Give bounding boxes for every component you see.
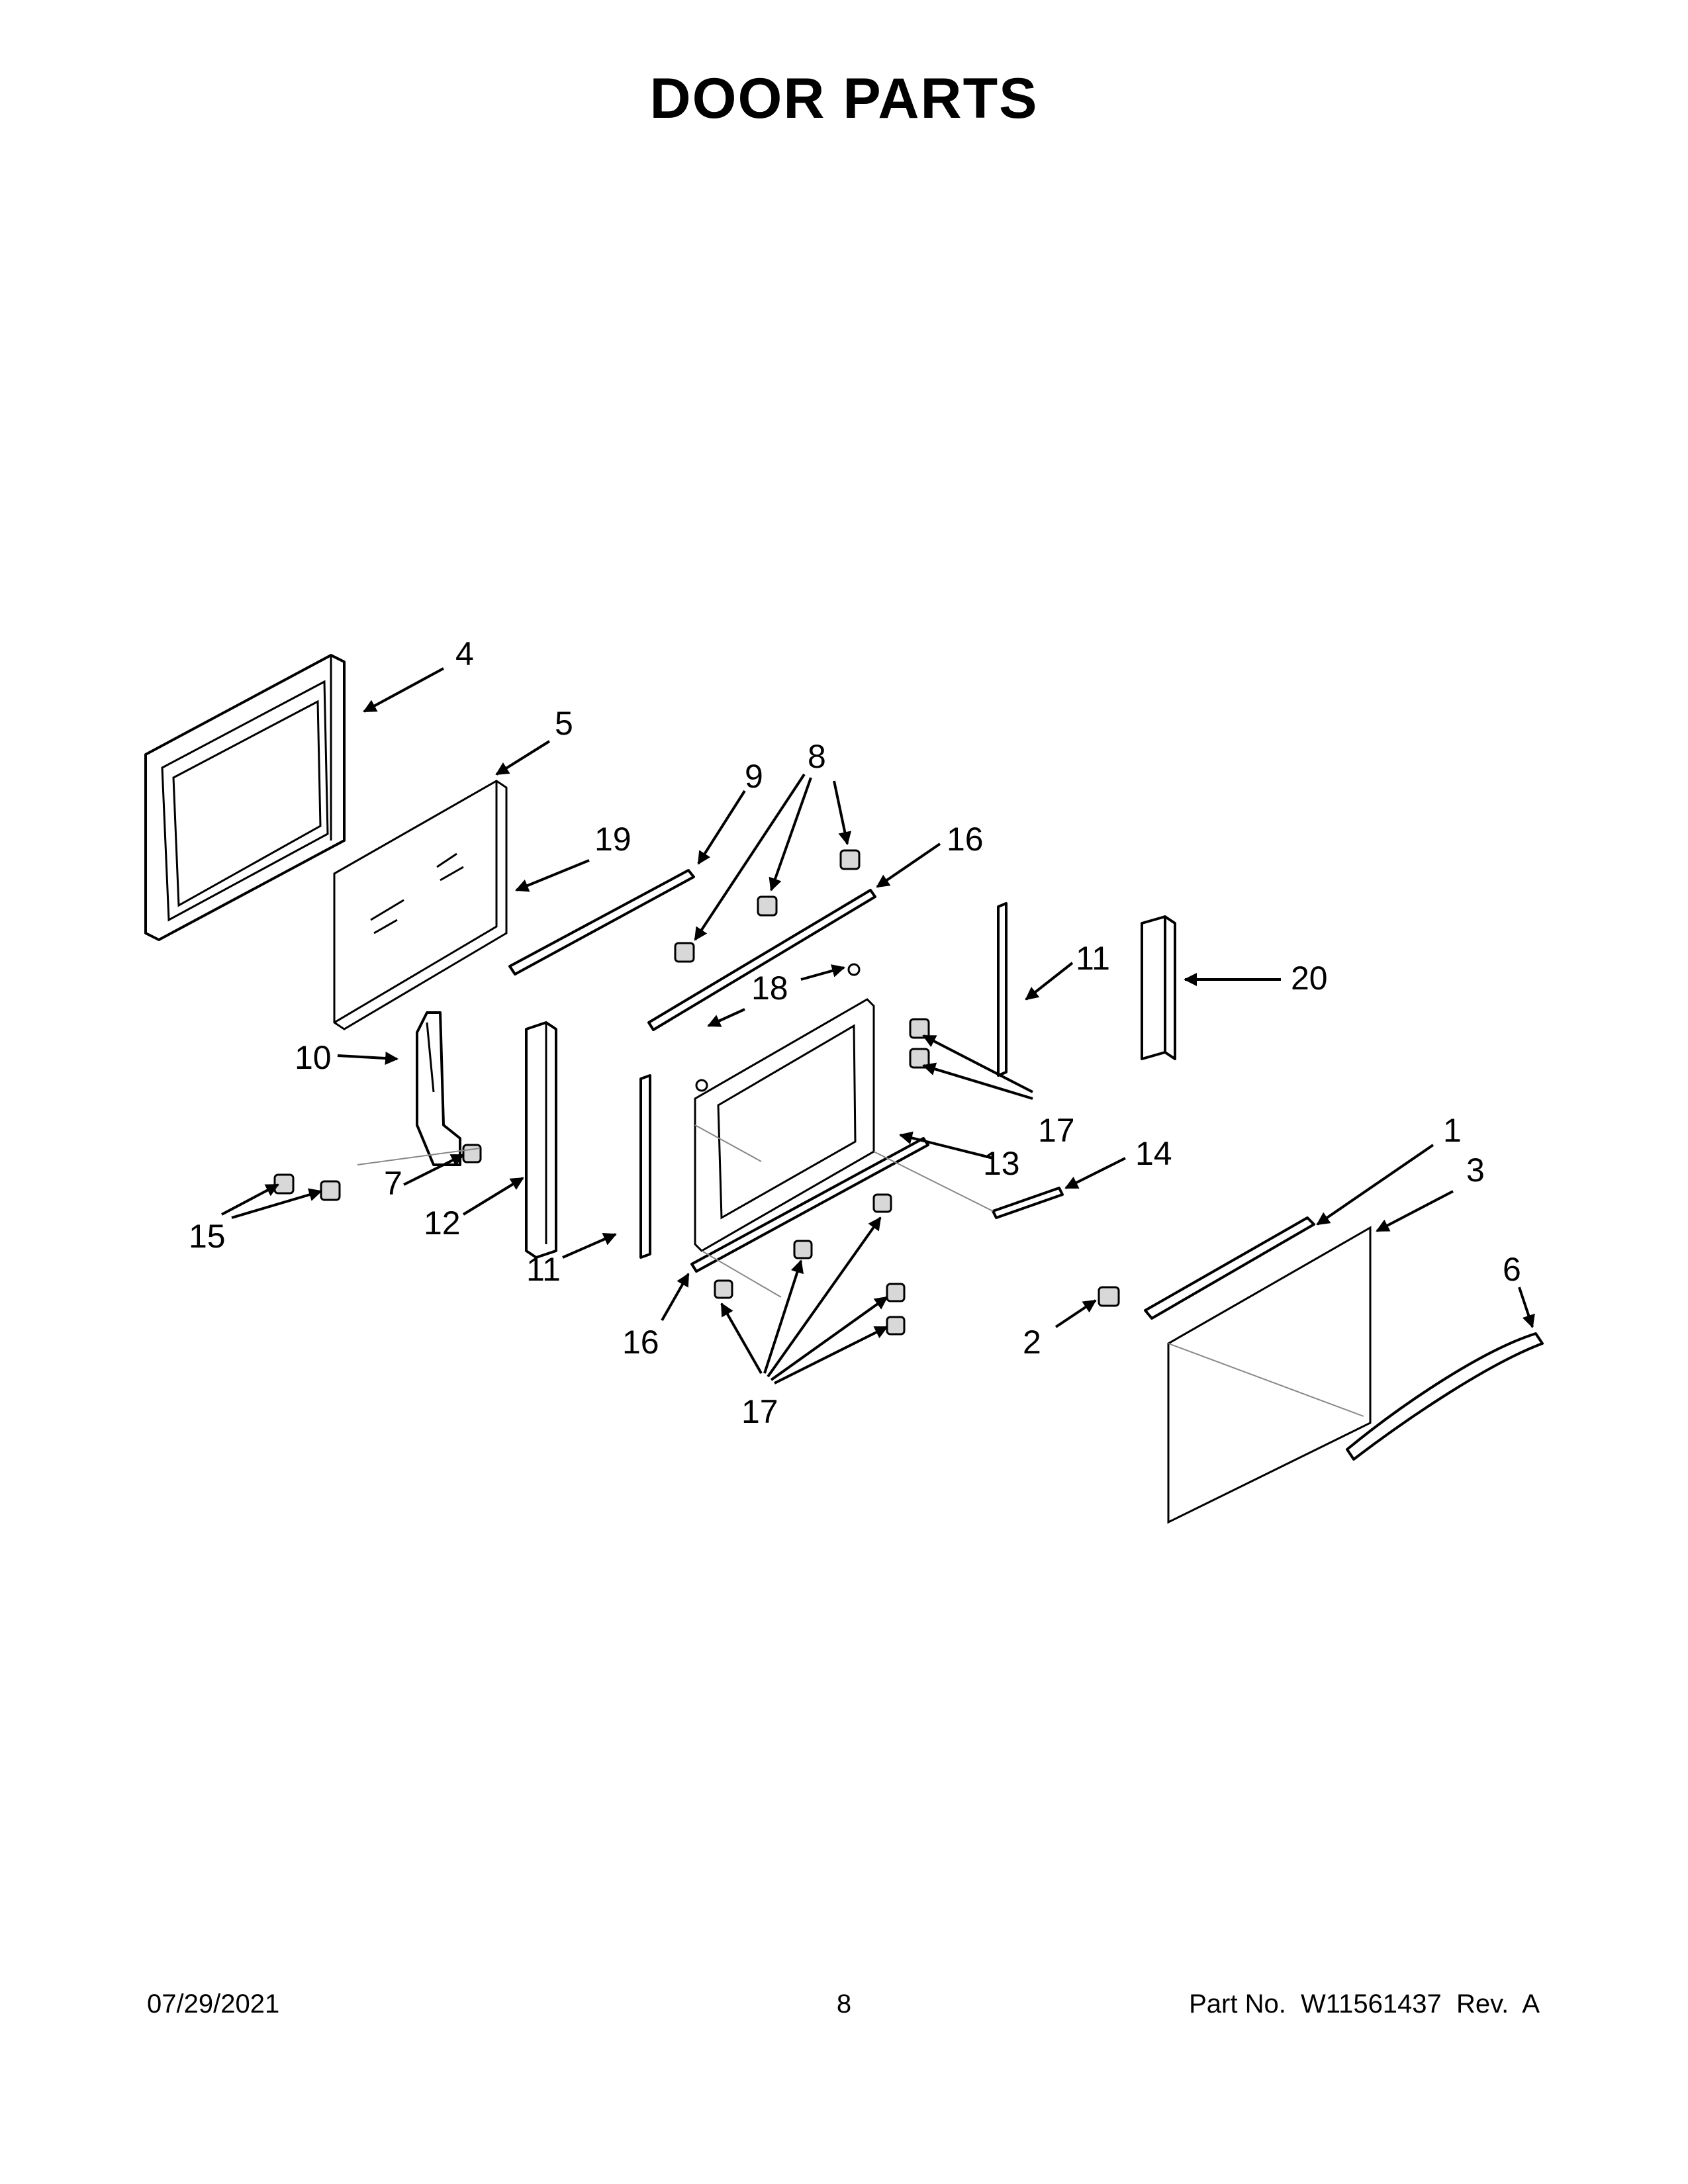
part-3-outer-door-panel <box>1167 1226 1372 1524</box>
callout-3: 3 <box>1466 1152 1485 1189</box>
callout-5: 5 <box>555 705 573 742</box>
footer-date: 07/29/2021 <box>147 1989 280 2019</box>
part-5-inner-glass <box>333 780 508 1030</box>
callout-4: 4 <box>455 635 474 672</box>
part-14-plate <box>992 1187 1064 1219</box>
alignment-lines <box>357 1124 1364 1417</box>
callout-20: 20 <box>1291 960 1328 997</box>
callout-15: 15 <box>189 1218 226 1255</box>
part-9-vent-strip <box>508 869 695 976</box>
callout-labels: 4 5 19 9 8 16 18 11 20 17 13 14 10 7 15 … <box>189 635 1521 1430</box>
part-20-vertical-channel <box>1141 915 1176 1060</box>
callout-7: 7 <box>384 1165 402 1202</box>
part-17-screws <box>714 1018 930 1336</box>
callout-17-right: 17 <box>1038 1112 1075 1149</box>
callout-18: 18 <box>751 970 788 1007</box>
part-6-handle <box>1346 1332 1544 1461</box>
callout-16-bottom: 16 <box>622 1324 659 1361</box>
callout-1: 1 <box>1443 1112 1462 1149</box>
part-16-lower-bracket <box>690 1137 929 1273</box>
callout-6: 6 <box>1503 1251 1521 1288</box>
part-12-side-channel <box>525 1021 557 1259</box>
callout-2: 2 <box>1023 1324 1041 1361</box>
callout-17-bottom: 17 <box>741 1393 778 1430</box>
callout-9: 9 <box>745 758 763 795</box>
part-1-top-trim <box>1144 1216 1315 1320</box>
footer-page-number: 8 <box>836 1989 852 2019</box>
callout-8: 8 <box>808 738 826 775</box>
leader-lines <box>221 667 1535 1385</box>
callout-16-top: 16 <box>947 821 984 858</box>
callout-11-left: 11 <box>526 1251 561 1288</box>
part-2-screw <box>1098 1286 1120 1307</box>
part-10-hinge <box>416 1011 461 1166</box>
part-8-screws <box>674 849 861 963</box>
callout-10: 10 <box>295 1039 332 1076</box>
callout-13: 13 <box>983 1145 1020 1182</box>
part-13-outer-glass-panel <box>694 963 875 1252</box>
callout-12: 12 <box>424 1205 461 1242</box>
callout-19: 19 <box>594 821 632 858</box>
page-title: DOOR PARTS <box>649 67 1039 130</box>
footer-part-number: Part No. W11561437 Rev. A <box>1189 1989 1540 2019</box>
callout-14: 14 <box>1135 1135 1172 1172</box>
part-4-inner-door-frame <box>144 654 346 941</box>
part-16-upper-bracket <box>647 889 876 1031</box>
part-11-side-strips <box>639 902 1008 1259</box>
callout-11-right: 11 <box>1076 940 1110 977</box>
